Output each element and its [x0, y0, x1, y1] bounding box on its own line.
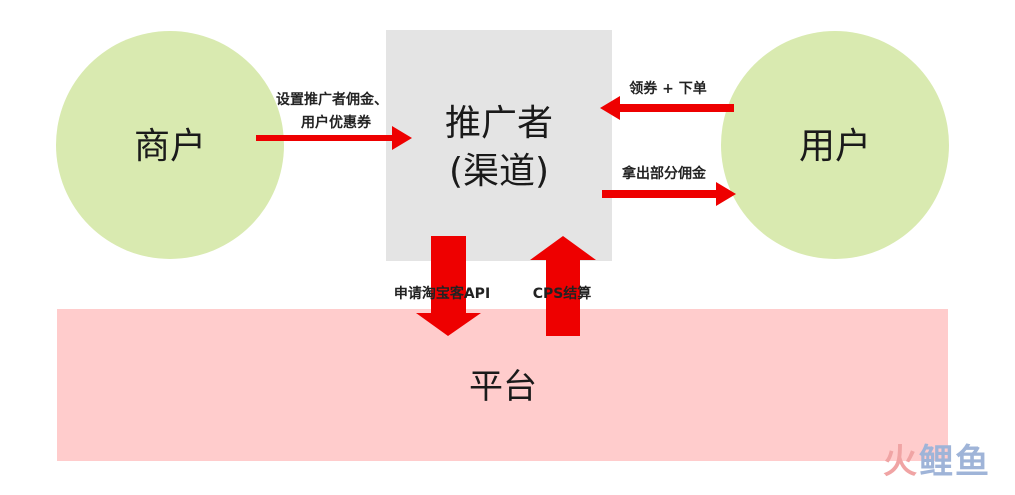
platform-box [57, 309, 948, 461]
promoter-label-line1: 推广者 [445, 103, 553, 144]
user-label: 用户 [799, 126, 871, 167]
edge-label-promoter-user: 拿出部分佣金 [621, 165, 707, 182]
promoter-label-line2: (渠道) [449, 151, 549, 192]
arrow-merchant-to-promoter [256, 126, 412, 150]
user-node [721, 31, 949, 259]
merchant-label: 商户 [134, 126, 206, 167]
arrow-promoter-to-user [602, 182, 736, 206]
arrow-user-to-promoter [600, 96, 734, 120]
merchant-node [56, 31, 284, 259]
arrow-promoter-to-platform [416, 236, 481, 336]
edge-label-user-promoter: 领券 + 下单 [629, 80, 706, 97]
watermark-part1: 火 [883, 442, 919, 482]
edge-label-merchant-promoter-line2: 用户优惠券 [301, 114, 372, 131]
watermark-logo: 火鲤鱼 [883, 434, 991, 483]
arrow-platform-to-promoter [530, 236, 596, 336]
platform-label: 平台 [469, 367, 537, 407]
edge-label-platform-promoter: CPS结算 [533, 285, 592, 302]
edge-label-promoter-platform: 申请淘宝客API [394, 285, 490, 302]
promoter-node [386, 30, 612, 261]
edge-label-merchant-promoter-line1: 设置推广者佣金、 [276, 91, 388, 108]
watermark-part2: 鲤鱼 [919, 442, 991, 482]
